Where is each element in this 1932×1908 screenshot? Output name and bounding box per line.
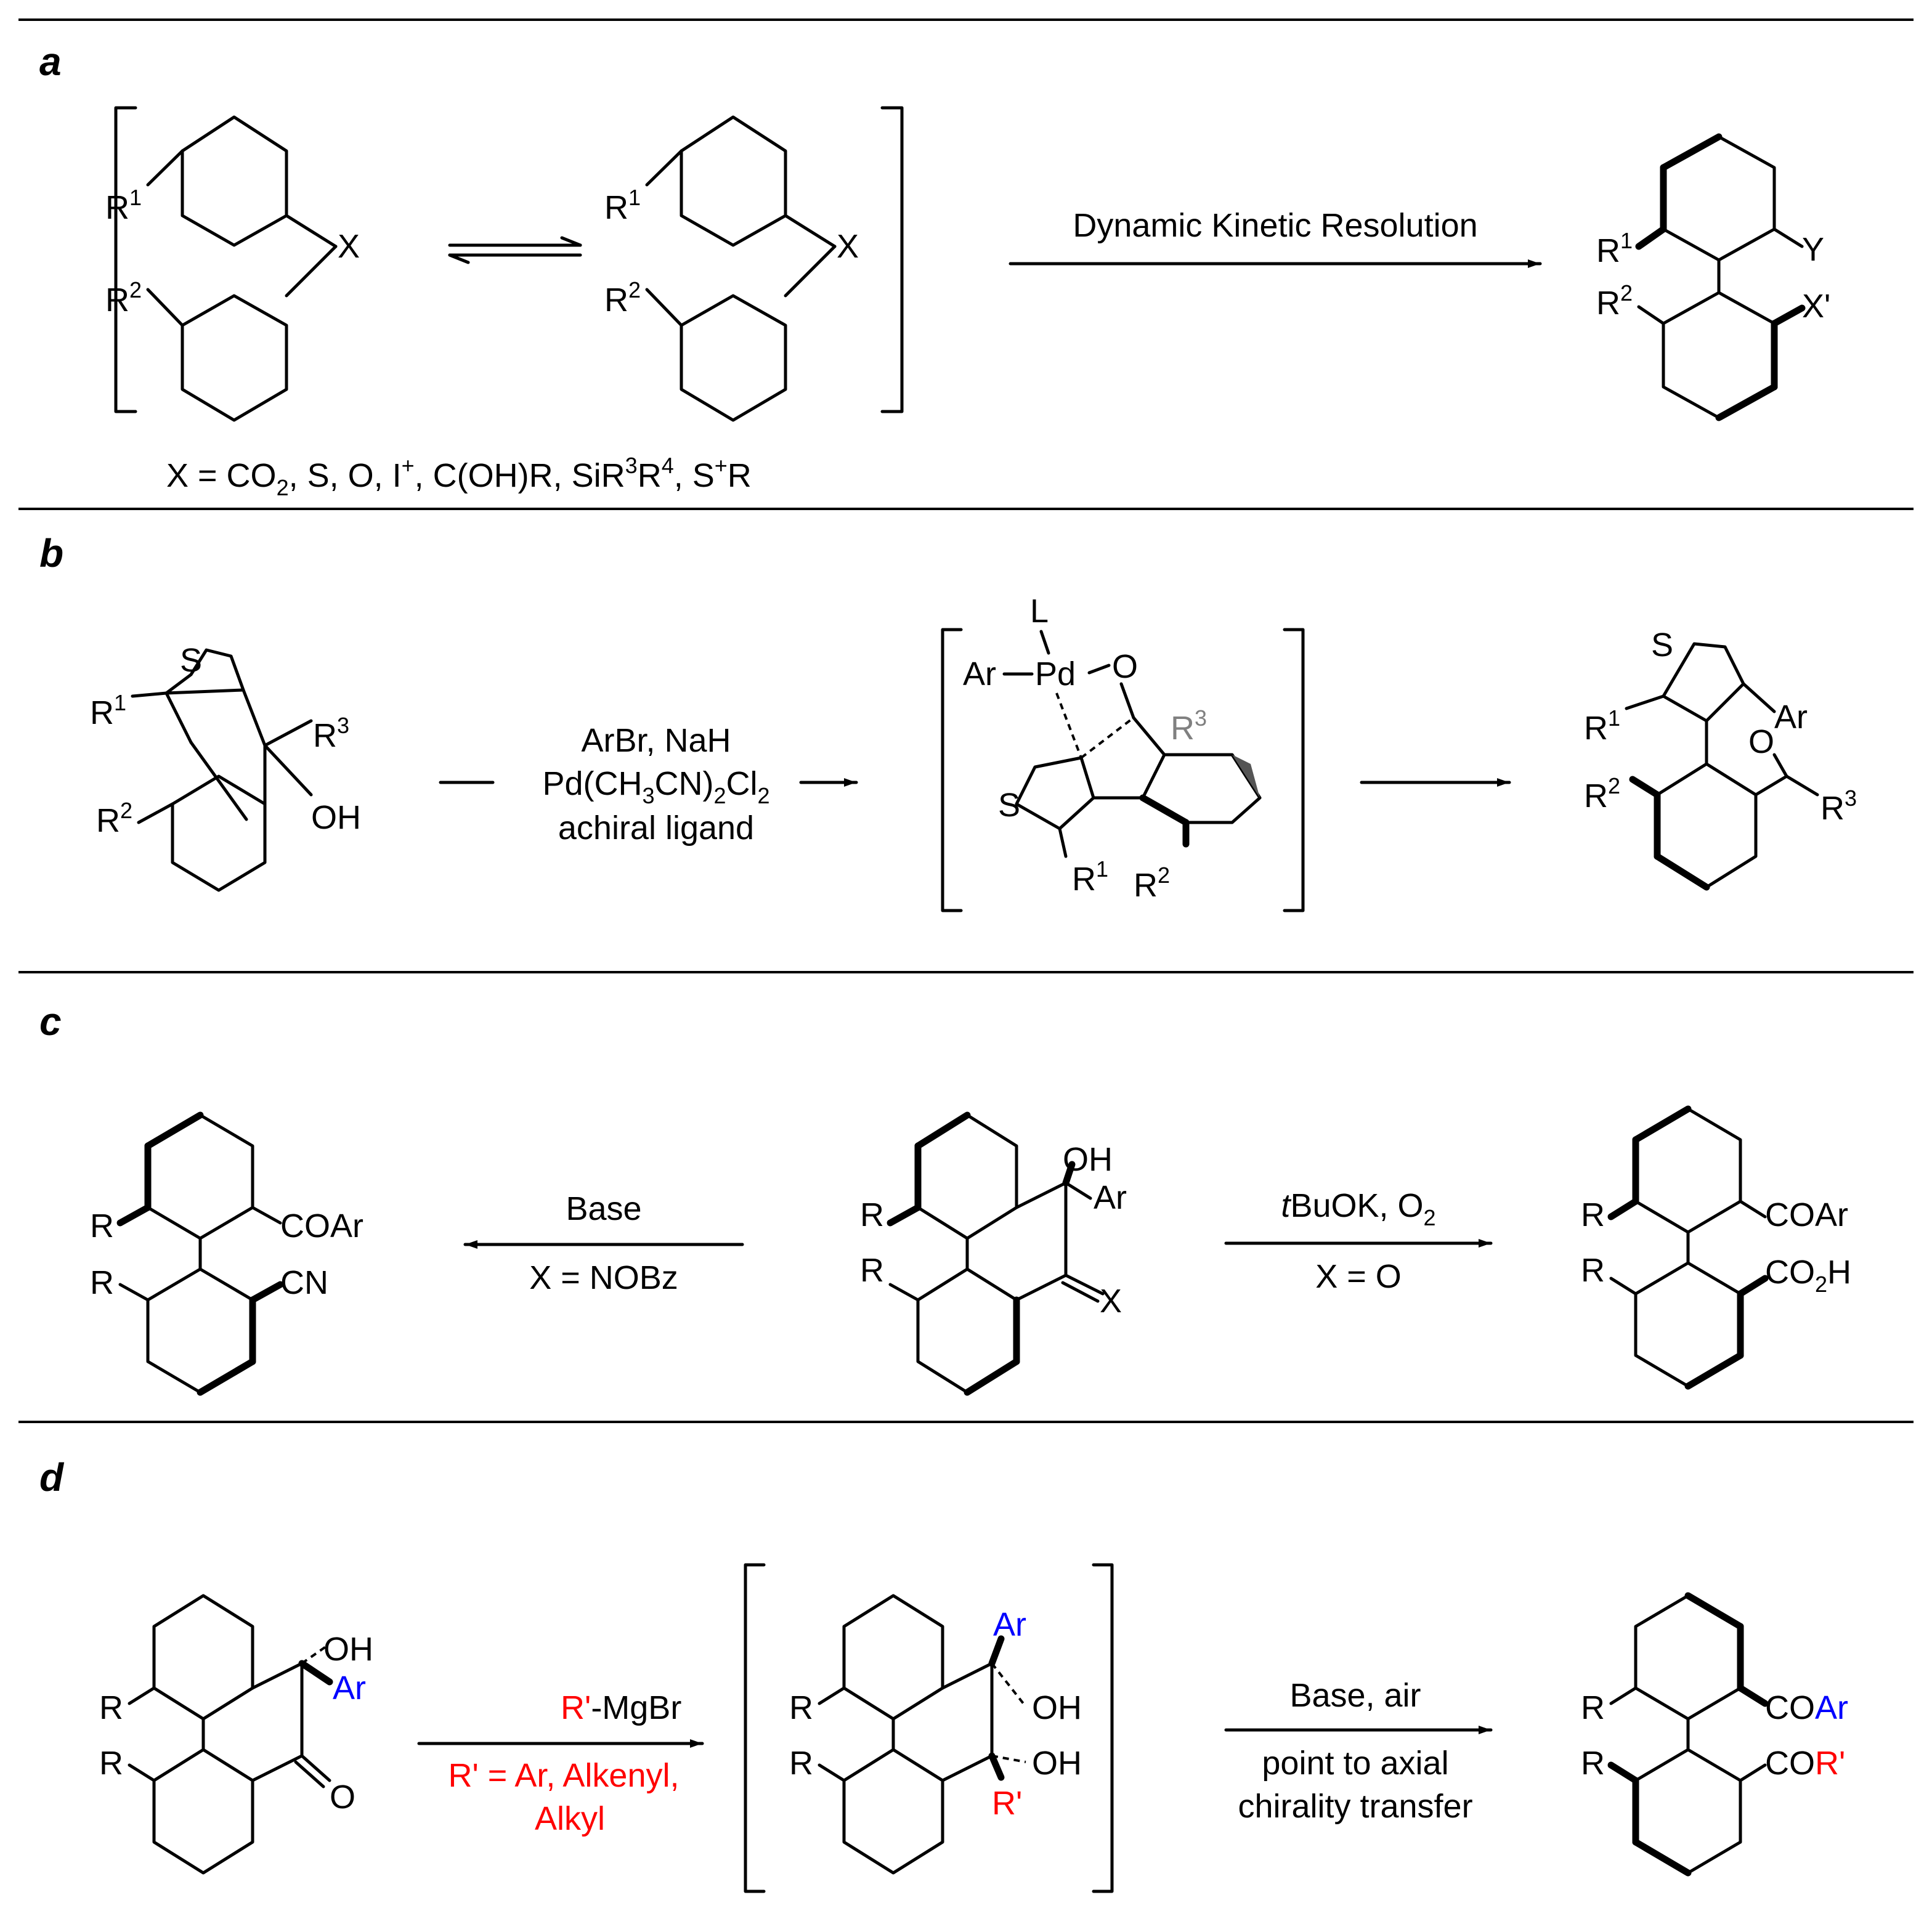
panel-b-bracket-right <box>1283 628 1305 912</box>
svg-text:R1: R1 <box>1596 228 1633 269</box>
svg-text:R2: R2 <box>604 277 641 319</box>
panel-a-tricycle-1: R1 R2 X <box>105 115 360 422</box>
svg-text:OH: OH <box>323 1631 373 1668</box>
svg-text:S: S <box>180 642 202 679</box>
svg-text:COAr: COAr <box>1765 1689 1848 1726</box>
panel-c-letter: c <box>39 999 62 1044</box>
panel-d-bracket-left <box>744 1563 766 1893</box>
panel-a-tricycle-2: R1 R2 X <box>604 115 859 422</box>
svg-text:R: R <box>99 1689 123 1726</box>
svg-text:ArBr, NaH: ArBr, NaH <box>581 722 731 759</box>
svg-text:point to axial: point to axial <box>1262 1745 1448 1782</box>
panel-c-phenanthrenone: OH Ar X R R <box>860 1111 1127 1396</box>
svg-text:R' = Ar, Alkenyl,: R' = Ar, Alkenyl, <box>448 1757 680 1794</box>
x-label: X <box>338 228 360 265</box>
svg-text:R2: R2 <box>1596 280 1633 322</box>
svg-text:CN: CN <box>280 1264 328 1301</box>
svg-text:R: R <box>860 1196 884 1233</box>
svg-text:X: X <box>837 228 859 265</box>
svg-text:R': R' <box>992 1785 1022 1822</box>
svg-text:L: L <box>1030 593 1049 630</box>
panel-d: d OH Ar O R R R'-MgBr R' = Ar, Alkenyl, … <box>39 1455 1848 1893</box>
svg-text:R3: R3 <box>1171 705 1207 747</box>
panel-b-product: S Ar R1 O R2 R3 <box>1584 627 1857 891</box>
svg-text:R2: R2 <box>105 277 142 319</box>
svg-text:O: O <box>1748 723 1774 760</box>
svg-text:R: R <box>789 1689 813 1726</box>
svg-text:OH: OH <box>311 799 361 836</box>
svg-text:S: S <box>998 787 1020 824</box>
svg-text:Y: Y <box>1802 231 1824 268</box>
panel-a-bracket-left <box>114 106 137 413</box>
svg-text:Ar: Ar <box>1774 699 1808 736</box>
svg-text:COR': COR' <box>1765 1745 1845 1782</box>
svg-text:R1: R1 <box>90 690 126 731</box>
svg-text:COAr: COAr <box>1765 1196 1848 1233</box>
panel-b-thiophene-indenol: S R1 R2 R3 OH <box>90 642 361 892</box>
svg-text:CO2H: CO2H <box>1765 1254 1851 1297</box>
svg-text:Ar: Ar <box>993 1606 1026 1643</box>
svg-text:O: O <box>1112 648 1138 685</box>
svg-text:Ar: Ar <box>963 656 996 692</box>
svg-text:R: R <box>789 1745 813 1782</box>
panel-b-bracket-left <box>941 628 963 912</box>
svg-text:R: R <box>90 1208 114 1244</box>
svg-text:R1: R1 <box>1584 705 1620 747</box>
svg-text:OH: OH <box>1032 1745 1082 1782</box>
panel-a-bracket-right <box>880 106 904 413</box>
svg-text:R'-MgBr: R'-MgBr <box>561 1689 681 1726</box>
svg-text:X = O: X = O <box>1315 1258 1402 1295</box>
svg-text:R: R <box>1581 1745 1605 1782</box>
panel-d-letter: d <box>39 1455 65 1500</box>
panel-c-right-product: COAr CO2H R R <box>1581 1105 1851 1390</box>
svg-text:Base: Base <box>566 1190 641 1227</box>
panel-c: c COAr CN R R Base X = NOBz <box>39 999 1851 1396</box>
dkr-label: Dynamic Kinetic Resolution <box>1073 207 1477 244</box>
svg-text:O: O <box>330 1779 355 1816</box>
svg-text:OH: OH <box>1032 1689 1082 1726</box>
svg-text:COAr: COAr <box>280 1208 363 1244</box>
svg-text:R: R <box>90 1264 114 1301</box>
svg-text:R1: R1 <box>1072 856 1108 898</box>
panel-b-letter: b <box>39 531 63 575</box>
svg-text:Alkyl: Alkyl <box>535 1800 605 1837</box>
svg-text:R2: R2 <box>1584 773 1620 814</box>
svg-text:R3: R3 <box>313 713 349 754</box>
svg-text:Ar: Ar <box>1094 1179 1127 1216</box>
svg-text:R: R <box>99 1745 123 1782</box>
svg-text:R1: R1 <box>604 185 641 226</box>
svg-text:X = NOBz: X = NOBz <box>529 1259 678 1296</box>
svg-text:R2: R2 <box>1134 863 1170 904</box>
panel-c-left-product: COAr CN R R <box>90 1111 363 1396</box>
svg-text:R: R <box>1581 1196 1605 1233</box>
panel-d-phenanthrenone: OH Ar O R R <box>99 1594 373 1875</box>
svg-text:achiral ligand: achiral ligand <box>558 810 754 846</box>
svg-text:R3: R3 <box>1820 786 1857 827</box>
svg-text:R: R <box>860 1252 884 1289</box>
panel-d-bracket-right <box>1092 1563 1114 1893</box>
svg-text:X': X' <box>1802 288 1830 325</box>
panel-d-diol-intermediate: Ar OH OH R' R R <box>789 1594 1082 1875</box>
panel-d-product: COAr COR' R R <box>1581 1592 1848 1877</box>
svg-text:R1: R1 <box>105 185 142 226</box>
svg-text:Pd(CH3CN)2Cl2: Pd(CH3CN)2Cl2 <box>542 765 769 808</box>
panel-a-letter: a <box>39 39 62 84</box>
svg-text:chirality transfer: chirality transfer <box>1238 1788 1472 1825</box>
svg-text:S: S <box>1651 627 1673 664</box>
svg-text:OH: OH <box>1063 1141 1113 1178</box>
svg-text:Pd: Pd <box>1035 656 1076 692</box>
panel-a: a R1 R2 X R1 R2 <box>39 39 1830 500</box>
svg-text:Ar: Ar <box>333 1670 366 1707</box>
svg-text:X: X <box>1100 1283 1122 1320</box>
svg-text:R2: R2 <box>96 798 132 839</box>
svg-text:R: R <box>1581 1689 1605 1726</box>
panel-a-product-biaryl: Y X' R1 R2 <box>1596 133 1830 421</box>
x-definition: X = CO2, S, O, I+, C(OH)R, SiR3R4, S+R <box>166 453 752 500</box>
panel-b-pd-intermediate: L Ar Pd O S R1 R3 R2 <box>963 593 1262 904</box>
svg-text:Base, air: Base, air <box>1289 1677 1421 1714</box>
svg-text:tBuOK, O2: tBuOK, O2 <box>1281 1187 1435 1230</box>
panel-b: b S R1 R2 R3 OH ArBr, NaH Pd(CH3CN)2Cl2 … <box>39 531 1857 912</box>
svg-text:R: R <box>1581 1252 1605 1289</box>
